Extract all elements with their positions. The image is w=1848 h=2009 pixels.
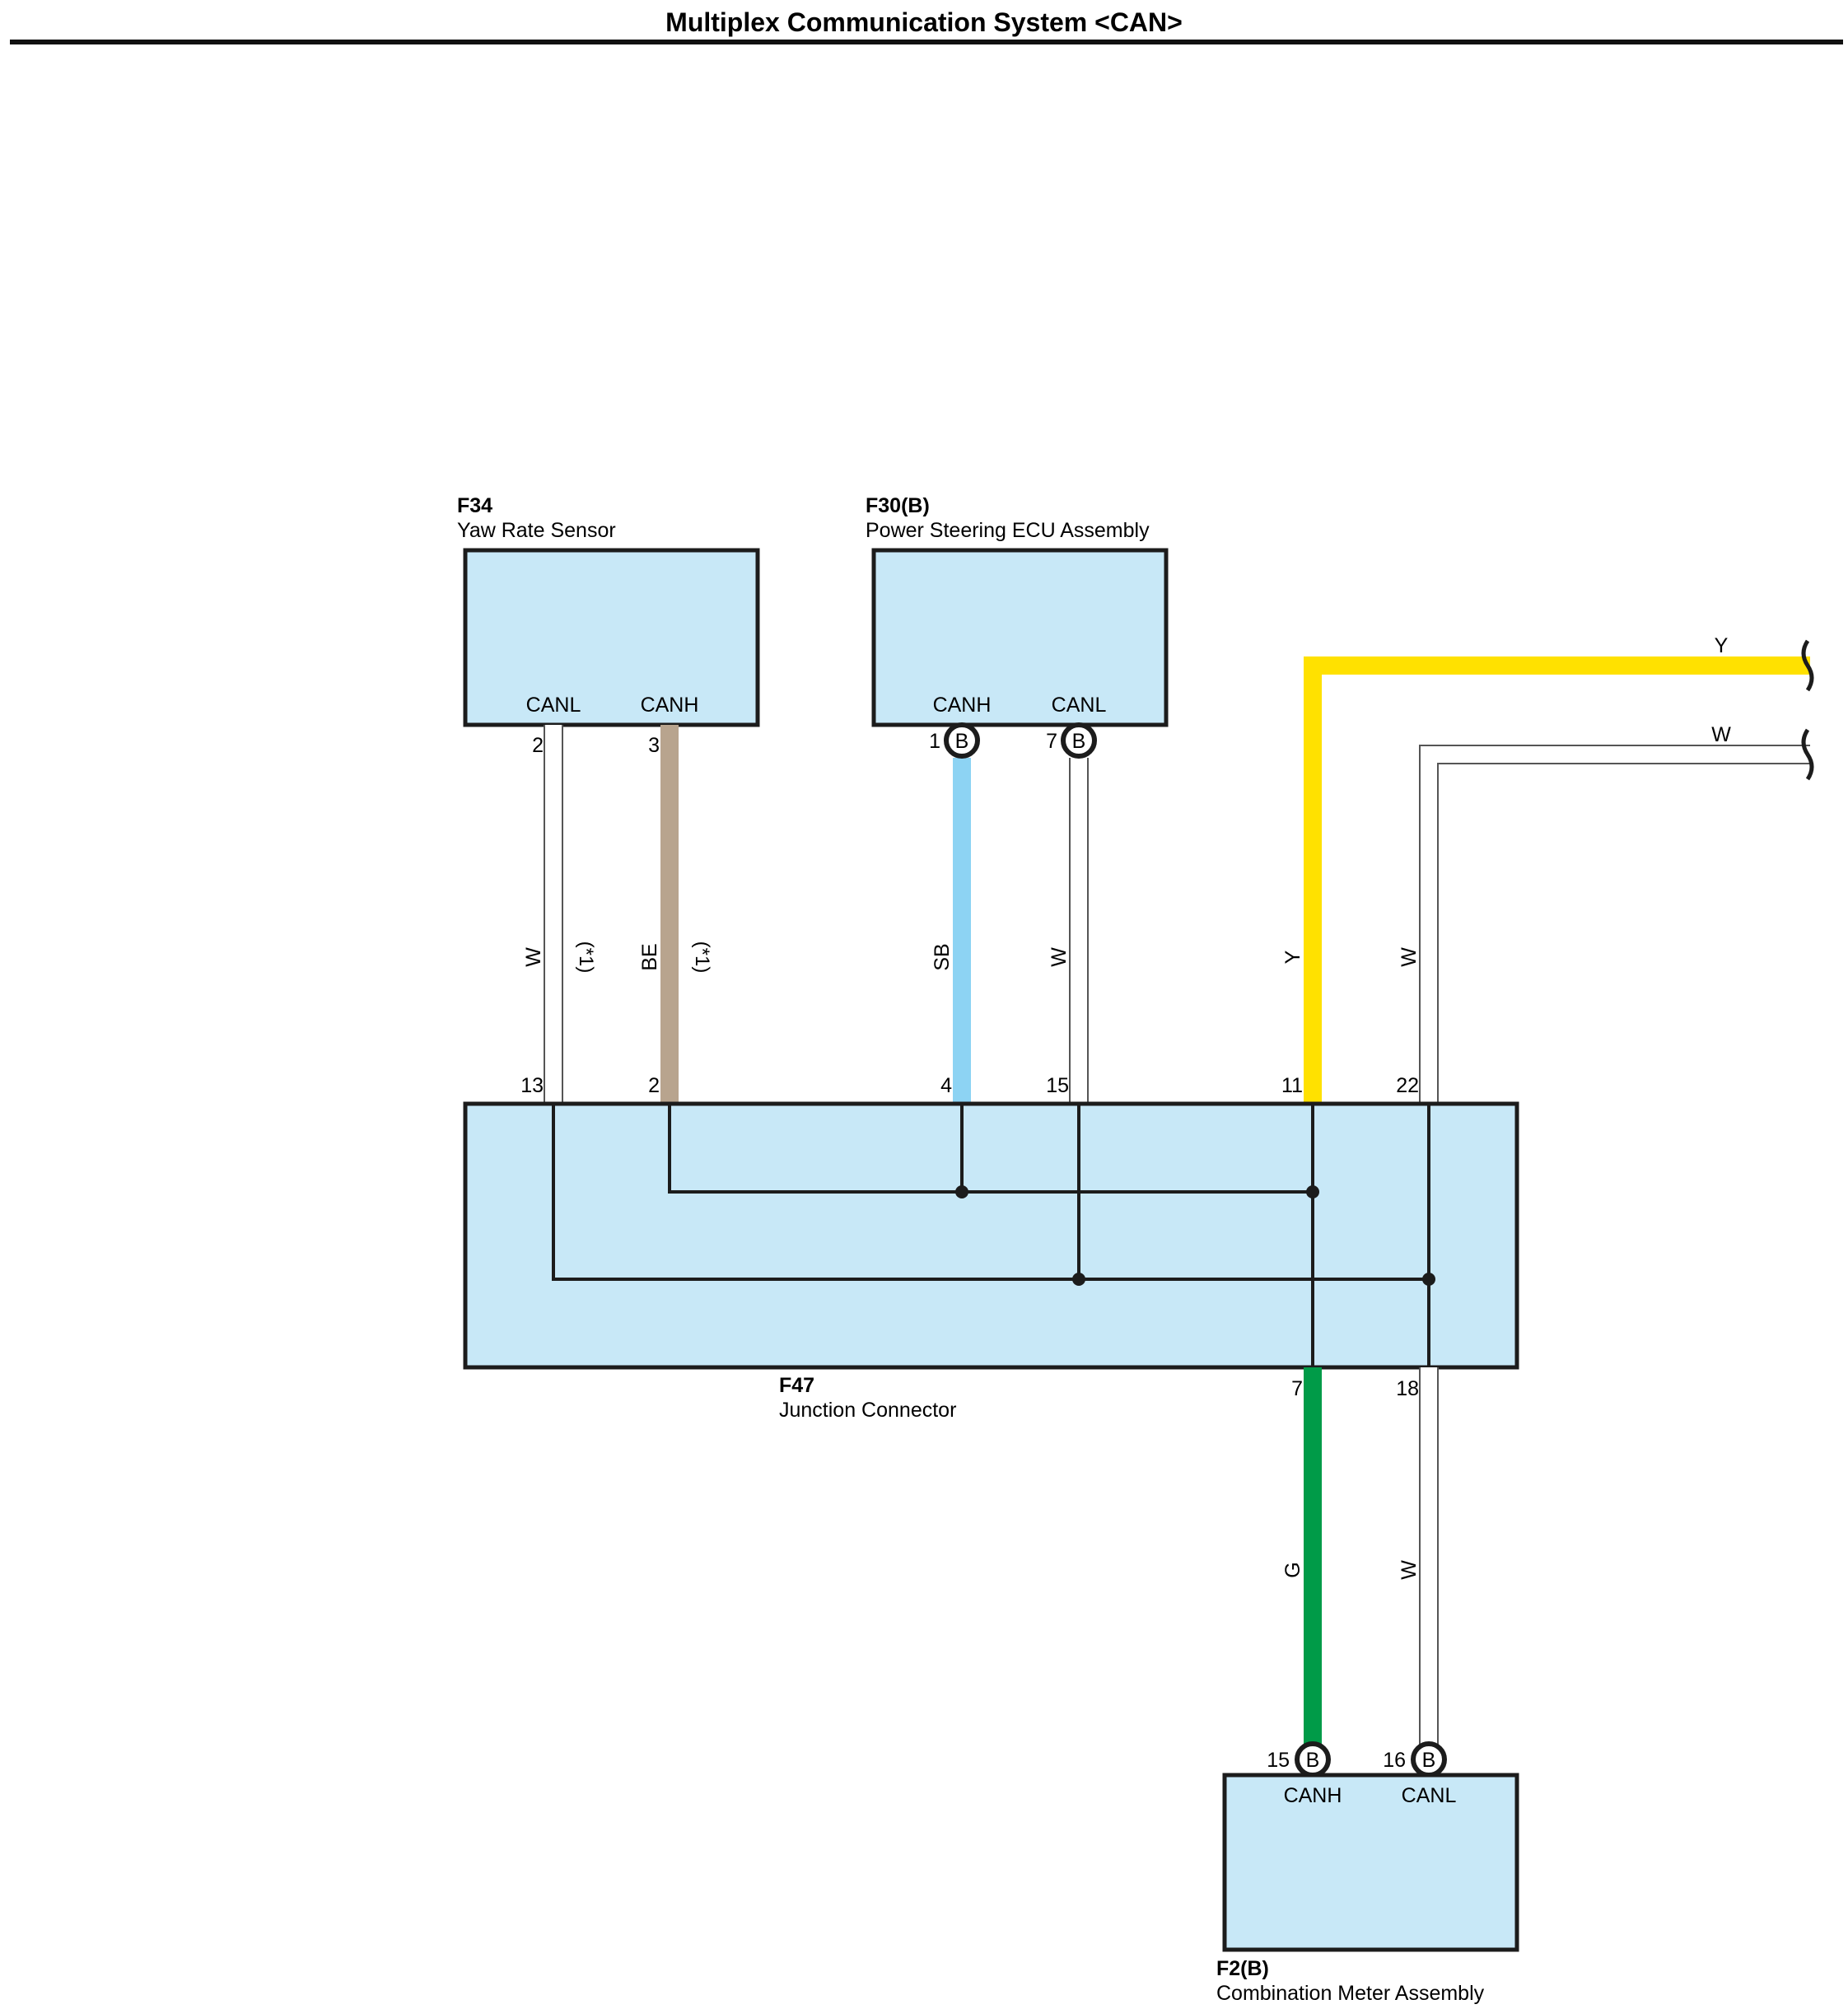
f2-pin-canh-connector: B [1295, 1741, 1331, 1778]
f34-canh-pin-no: 3 [648, 734, 660, 757]
f30-code: F30(B) [866, 494, 930, 517]
f2-pin-canl-connector: B [1411, 1741, 1447, 1778]
wire-break-mark-y [1801, 639, 1814, 692]
f47-junction-dot [1072, 1273, 1085, 1286]
f30-canl-pin-no: 7 [1046, 730, 1057, 753]
f47-junction-dot [955, 1185, 968, 1198]
f47-pin-no: 18 [1396, 1377, 1419, 1400]
f47-pin-no: 7 [1291, 1377, 1303, 1400]
f34-box [463, 548, 760, 727]
component-f47: 13 2 4 15 11 22 7 18 F47 Junction Connec… [463, 1074, 1519, 1422]
f47-code: F47 [779, 1374, 814, 1397]
f30-pin-canh-label: CANH [933, 694, 992, 717]
f47-box [463, 1101, 1519, 1370]
f2-box [1222, 1773, 1519, 1952]
f2-pin-canh-label: CANH [1284, 1784, 1342, 1807]
wire-break-mark-w [1801, 728, 1814, 781]
f34-pin-canh-label: CANH [641, 694, 699, 717]
wire-ext-canh-color: Y [1281, 950, 1304, 964]
f34-canl-pin-no: 2 [532, 734, 544, 757]
f2-pin-canl-label: CANL [1402, 1784, 1457, 1807]
f2-canh-pin-no: 15 [1267, 1749, 1290, 1772]
wire-f2-canl-color: W [1398, 1560, 1421, 1580]
f30-pin-canh-connector: B [944, 722, 980, 759]
component-f30: F30(B) Power Steering ECU Assembly CANH … [866, 494, 1169, 727]
wire-f30-canh-color: SB [931, 943, 954, 970]
f47-pin-no: 4 [940, 1074, 952, 1097]
f47-pin-no: 15 [1046, 1074, 1069, 1097]
wire-f34-canh-color: BE [638, 943, 661, 970]
f47-junction-dot [1306, 1185, 1319, 1198]
f47-junction-dot [1422, 1273, 1435, 1286]
component-f34: F34 Yaw Rate Sensor CANL CANH [457, 494, 760, 727]
f30-pin-canl-label: CANL [1052, 694, 1107, 717]
title-rule [10, 40, 1843, 44]
f30-canh-pin-no: 1 [929, 730, 940, 753]
wire-f2-canh-color: G [1281, 1562, 1304, 1577]
f34-code: F34 [457, 494, 492, 517]
wire-ext-canl [1419, 745, 1810, 1104]
component-f2: B 15 B 16 CANH CANL F2(B) Combination Me… [1216, 1741, 1519, 2005]
f30-name: Power Steering ECU Assembly [866, 519, 1150, 542]
wire-f34-canl-color: W [522, 947, 545, 967]
f47-name: Junction Connector [779, 1399, 956, 1422]
f34-pin-canl-label: CANL [526, 694, 581, 717]
wire-ext-canh-top-color: Y [1715, 634, 1729, 657]
f30-canl-connector-mark: B [1072, 730, 1086, 753]
wire-f34-canl-note: (*1) [575, 941, 597, 974]
wire-f30-canl-color: W [1048, 947, 1071, 967]
f30-box [871, 548, 1169, 727]
f2-name: Combination Meter Assembly [1216, 1982, 1485, 2005]
f47-pin-no: 2 [648, 1074, 660, 1097]
wire-ext-canh [1304, 656, 1810, 1104]
f30-pin-canl-connector: B [1061, 722, 1097, 759]
page-title: Multiplex Communication System <CAN> [665, 7, 1183, 37]
f47-internal-bus [552, 1104, 1430, 1367]
f30-canh-connector-mark: B [955, 730, 969, 753]
f2-code: F2(B) [1216, 1957, 1269, 1980]
f2-canl-connector-mark: B [1422, 1749, 1436, 1772]
f47-pin-no: 22 [1396, 1074, 1419, 1097]
f47-pin-no: 11 [1281, 1074, 1303, 1097]
wire-ext-canl-top-color: W [1711, 723, 1731, 746]
f2-canh-connector-mark: B [1306, 1749, 1320, 1772]
wire-f34-canh-note: (*1) [691, 941, 713, 974]
f34-name: Yaw Rate Sensor [457, 519, 616, 542]
wire-ext-canl-color: W [1398, 947, 1421, 967]
f47-pin-no: 13 [520, 1074, 544, 1097]
f2-canl-pin-no: 16 [1383, 1749, 1406, 1772]
